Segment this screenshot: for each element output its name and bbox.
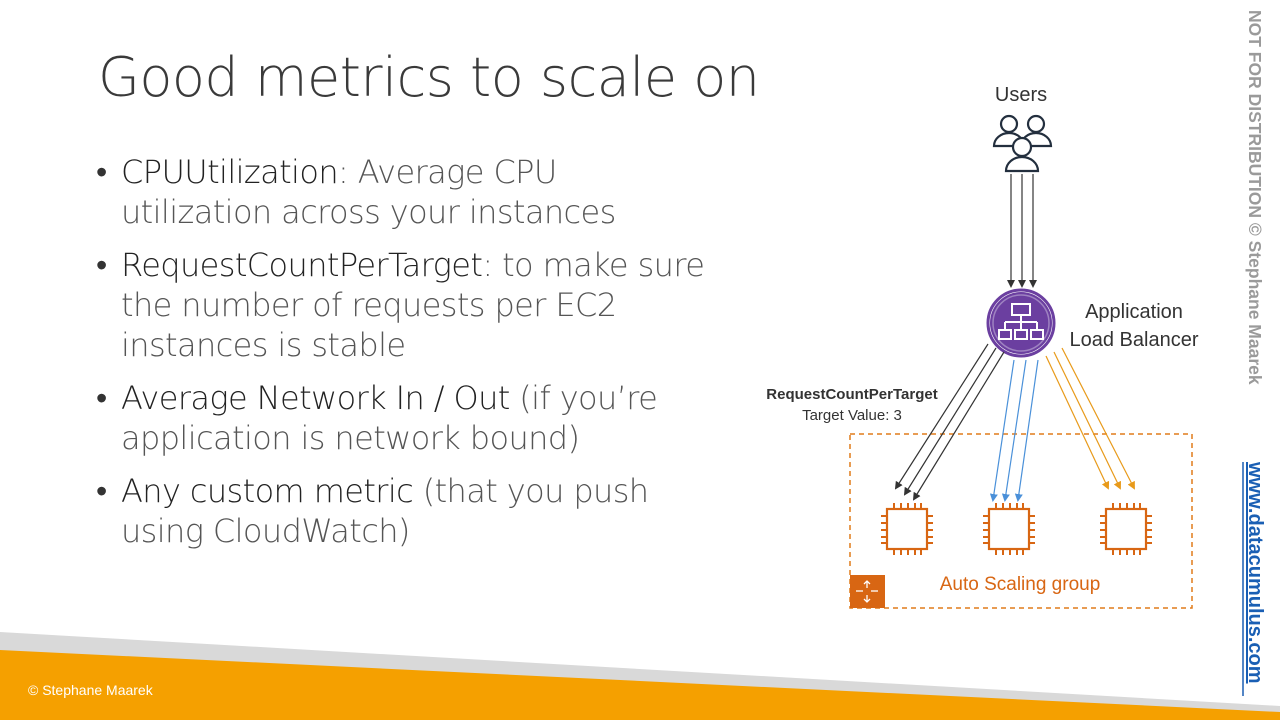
- ec2-instance-icon: [1098, 501, 1154, 557]
- bullet-request-count: •RequestCountPerTarget: to make sure the…: [96, 246, 705, 364]
- auto-scaling-group-icon: [850, 575, 885, 608]
- footer-copyright: © Stephane Maarek: [28, 682, 153, 698]
- watermark-notice: NOT FOR DISTRIBUTION © Stephane Maarek: [1245, 10, 1265, 385]
- metric-label: RequestCountPerTarget: [766, 386, 937, 403]
- auto-scaling-group-label: Auto Scaling group: [940, 574, 1101, 595]
- watermark: NOT FOR DISTRIBUTION © Stephane Maarek w…: [1242, 10, 1266, 696]
- bullet-text: : Average CPU utilization across your in…: [121, 153, 616, 231]
- bullet-text: (if you’re application is network bound): [121, 379, 658, 457]
- bullet-term: RequestCountPerTarget: [121, 246, 483, 284]
- bullet-list: •CPUUtilization: Average CPU utilization…: [96, 152, 716, 564]
- ec2-instance-icon: [981, 501, 1037, 557]
- users-icon: [992, 114, 1053, 173]
- ec2-instance-icon: [879, 501, 935, 557]
- bullet-term: Average Network In / Out: [121, 379, 510, 417]
- users-label: Users: [995, 84, 1047, 106]
- bullet-text: (that you push using CloudWatch): [121, 472, 649, 550]
- bullet-term: CPUUtilization: [121, 153, 339, 191]
- target-value-label: Target Value: 3: [802, 407, 902, 424]
- bullet-network: •Average Network In / Out (if you’re app…: [96, 379, 658, 457]
- alb-to-instance2-arrows: [989, 359, 1039, 502]
- watermark-link[interactable]: www.datacumulus.com: [1244, 461, 1266, 684]
- alb-label-line2: Load Balancer: [1070, 329, 1199, 351]
- users-to-alb-arrows: [1007, 174, 1037, 288]
- alb-to-instance3-arrows: [1045, 347, 1135, 490]
- slide-title: Good metrics to scale on: [98, 46, 760, 109]
- alb-to-instance1-arrows: [894, 343, 1005, 501]
- load-balancer-icon: [986, 288, 1056, 358]
- bullet-cpu-utilization: •CPUUtilization: Average CPU utilization…: [96, 153, 616, 231]
- bullet-text: : to make sure the number of requests pe…: [121, 246, 705, 364]
- alb-label-line1: Application: [1085, 301, 1183, 323]
- bullet-term: Any custom metric: [121, 472, 414, 510]
- auto-scaling-group-box: [849, 433, 1193, 609]
- bullet-custom-metric: •Any custom metric (that you push using …: [96, 472, 649, 550]
